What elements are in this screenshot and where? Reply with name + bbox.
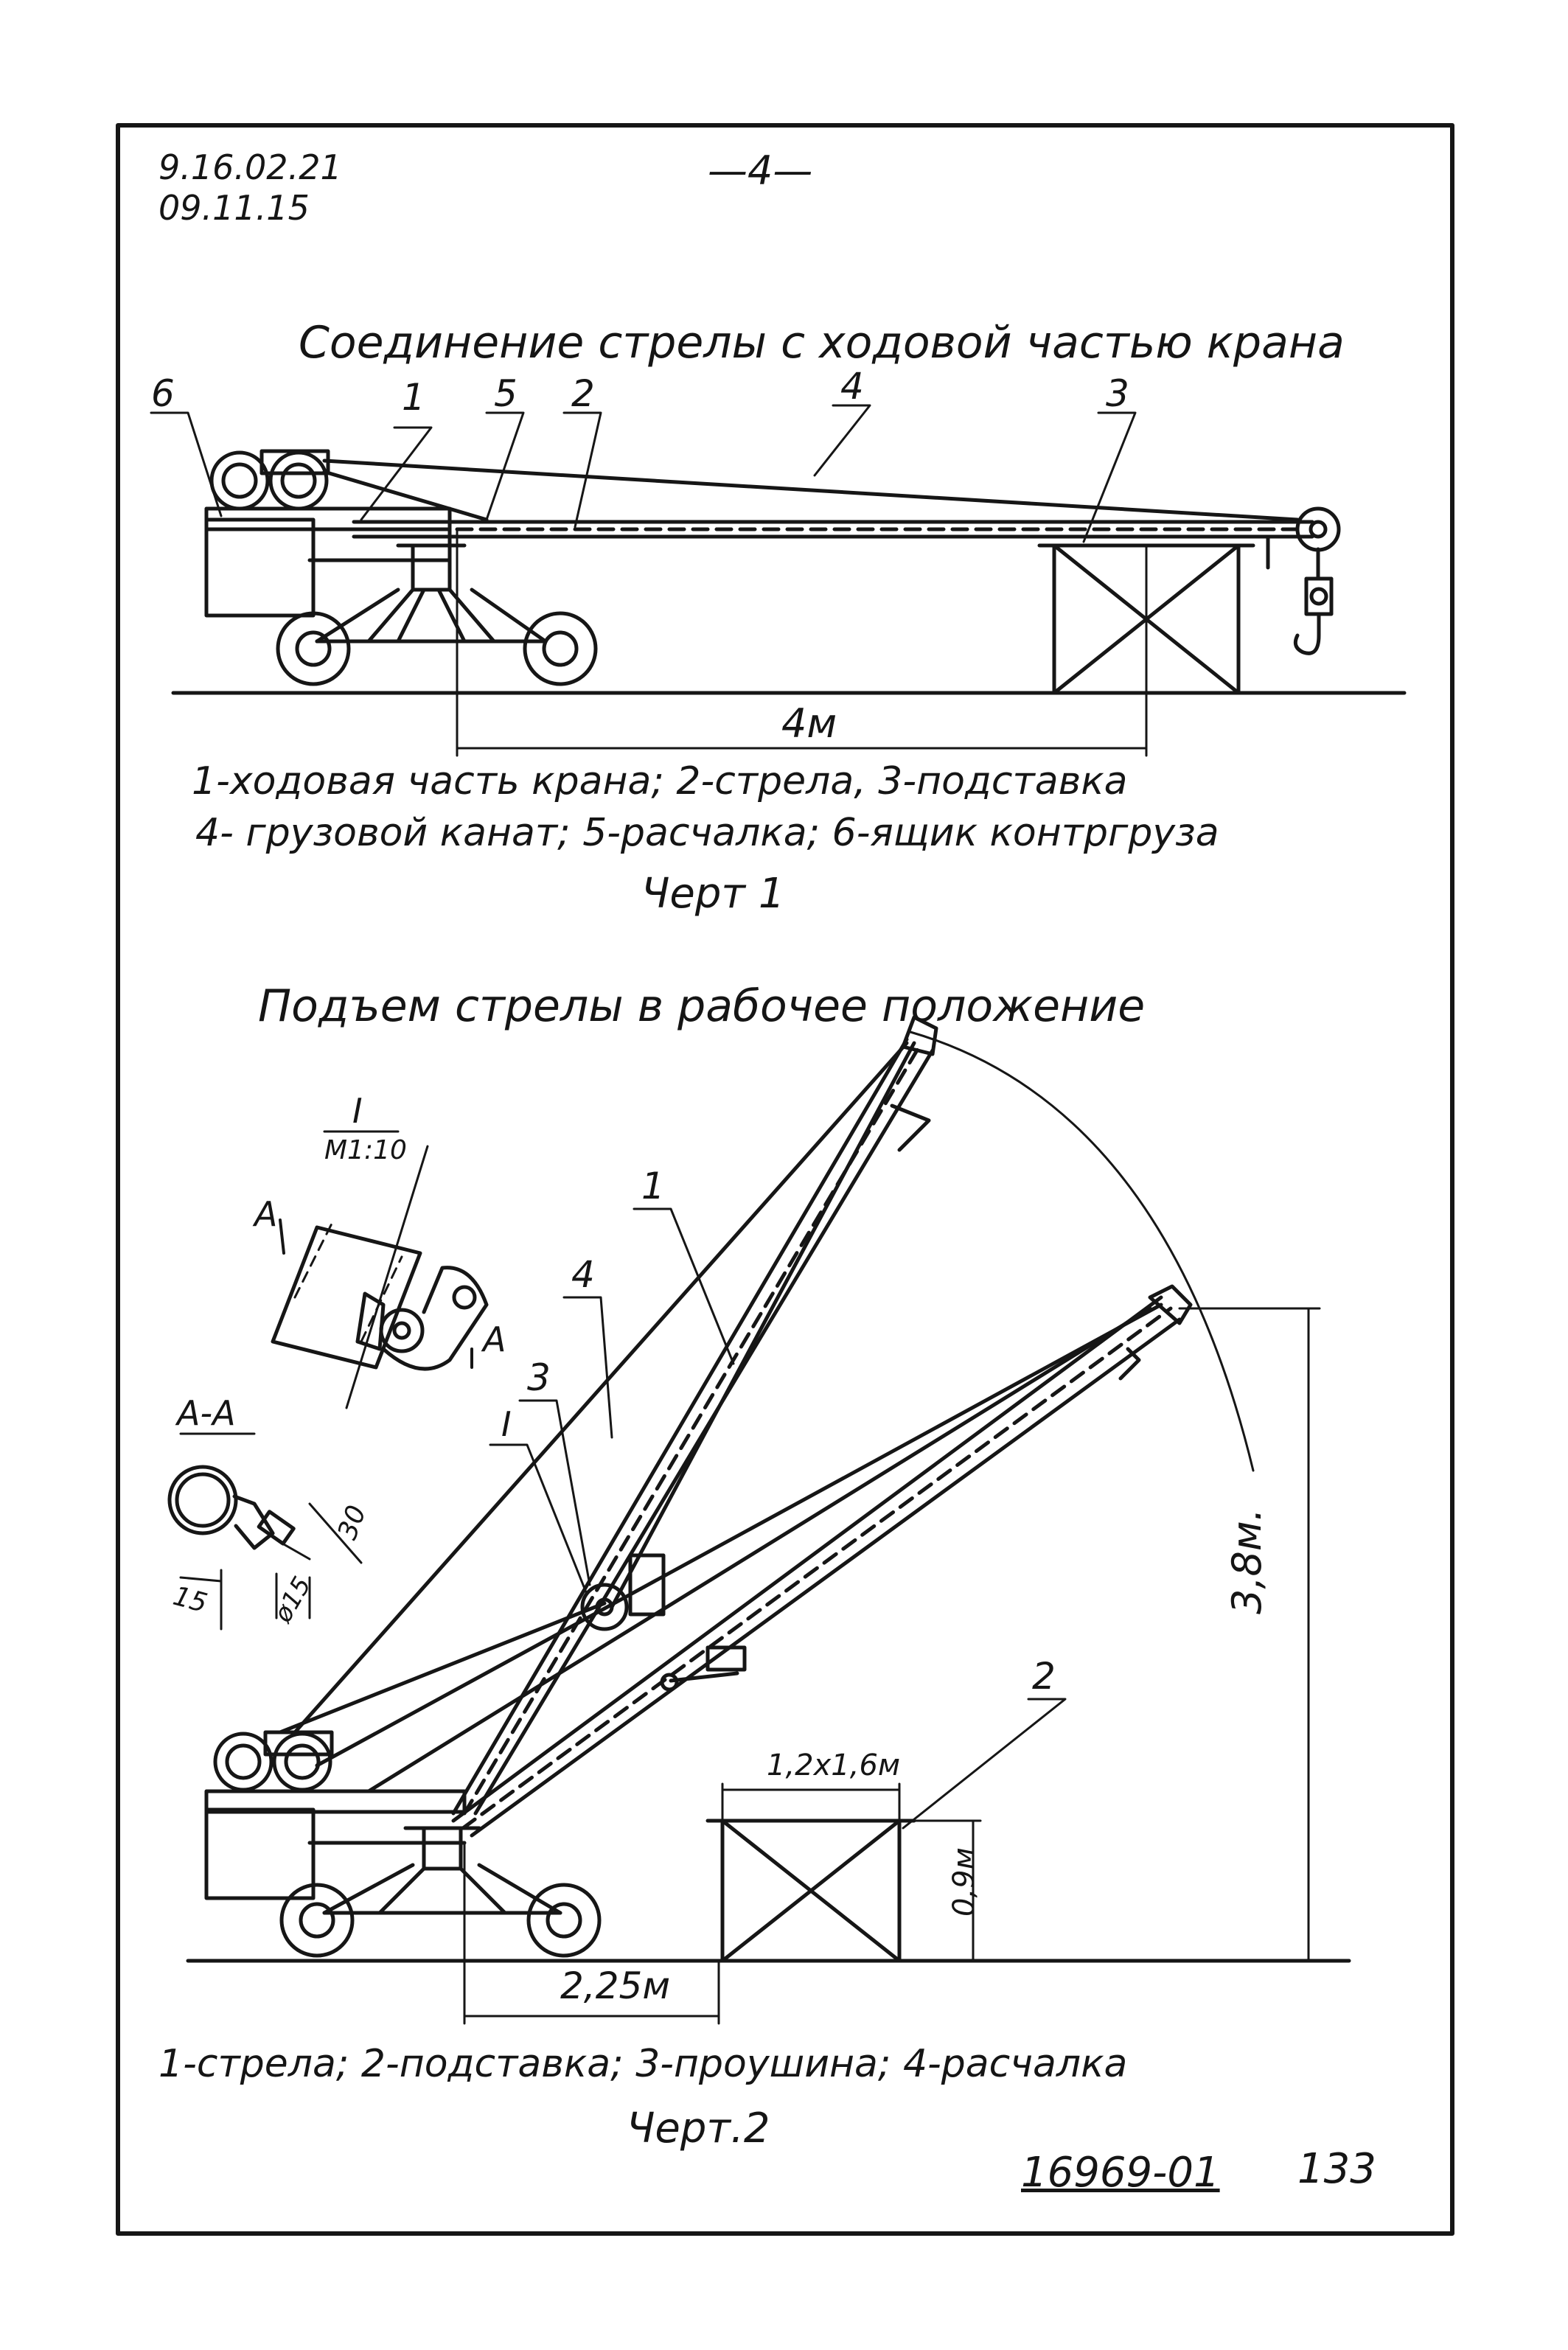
doc-code-1: 9.16.02.21 [158,147,342,187]
doc-code-2: 09.11.15 [158,188,310,228]
sheet-number: 133 [1297,2145,1376,2193]
doc-number: 16969-01 [1021,2149,1220,2197]
fig1-legend-line-2: 4- грузовой канат; 5-расчалка; 6-ящик ко… [195,811,1219,855]
fig2-support-height: 0,9м [947,1847,981,1917]
fig2-callout-2: 2 [1032,1655,1056,1698]
fig1-callout-2: 2 [571,372,595,415]
fig1-dim-4m: 4м [781,700,837,747]
fig2-support-size: 1,2x1,6м [767,1748,901,1782]
fig1-caption: Черт 1 [641,870,785,918]
fig2-detail-scale: М1:10 [324,1135,407,1165]
fig2-caption: Черт.2 [627,2105,770,2152]
fig2-detail-label: I [352,1091,363,1131]
fig1-callout-6: 6 [151,372,175,415]
page-frame [116,123,1454,2236]
detail-view [167,1130,489,1631]
fig1-crane [150,404,1407,757]
fig2-title: Подъем стрелы в рабочее положение [258,980,1146,1032]
fig1-callout-1: 1 [402,376,425,419]
page-number: —4— [708,147,813,194]
fig2-callout-1: 1 [641,1165,665,1207]
fig1-legend-line-1: 1-ходовая часть крана; 2-стрела, 3-подст… [192,759,1128,803]
fig1-title: Соединение стрелы с ходовой частью крана [299,317,1345,369]
fig2-callout-4: 4 [571,1253,595,1296]
fig2-section-label: А-А [177,1393,236,1433]
fig2-callout-I: I [501,1404,512,1444]
fig2-section-mark-bottom: А [483,1319,506,1359]
fig1-callout-5: 5 [494,372,518,415]
fig2-crane [186,1015,1351,2025]
fig2-callout-3: 3 [527,1356,551,1399]
fig1-callout-4: 4 [840,365,864,408]
fig2-height-dim: 3,8м. [1224,1508,1270,1614]
fig2-legend: 1-стрела; 2-подставка; 3-проушина; 4-рас… [158,2042,1128,2086]
fig2-base-dim: 2,25м [560,1964,671,2007]
fig1-callout-3: 3 [1106,372,1129,415]
fig2-section-mark-top: А [254,1194,278,1234]
